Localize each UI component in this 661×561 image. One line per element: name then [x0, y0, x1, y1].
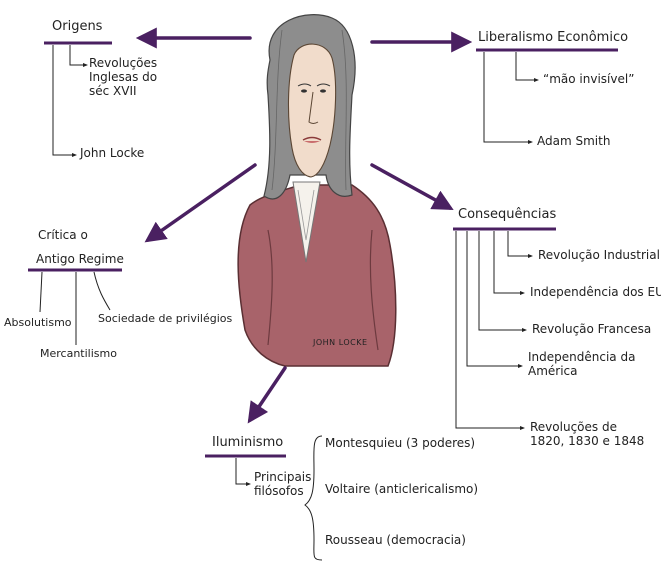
iluminismo-title: Iluminismo	[212, 435, 284, 450]
liberalismo-connectors	[483, 52, 539, 144]
critica-title-line2: Antigo Regime	[36, 252, 124, 266]
critica-connectors	[39, 271, 111, 345]
iluminismo-subtitle: Principais filósofos	[254, 470, 312, 498]
critica-item-mercantilismo: Mercantilismo	[40, 347, 117, 360]
origens-item-john-locke: John Locke	[80, 146, 145, 160]
liberalismo-title: Liberalismo Econômico	[478, 30, 629, 45]
consequencias-item-independencia-eua: Independência dos EUA	[530, 285, 661, 299]
iluminismo-item-rousseau: Rousseau (democracia)	[325, 533, 466, 547]
portrait-caption: JOHN LOCKE	[313, 338, 368, 347]
critica-title-line1: Crítica o	[38, 228, 88, 242]
origens-item-revolucoes: Revoluções Inglesas do séc XVII	[89, 56, 158, 98]
consequencias-connectors	[455, 231, 533, 430]
consequencias-item-revolucoes-1820: Revoluções de 1820, 1830 e 1848	[530, 420, 645, 448]
consequencias-item-independencia-america: Independência da América	[528, 350, 636, 378]
iluminismo-item-voltaire: Voltaire (anticlericalismo)	[325, 482, 479, 496]
critica-item-sociedade: Sociedade de privilégios	[98, 312, 233, 325]
john-locke-portrait	[237, 14, 397, 367]
origens-title: Origens	[52, 19, 103, 34]
liberalismo-item-adam-smith: Adam Smith	[537, 134, 611, 148]
origens-connectors	[52, 45, 88, 157]
iluminismo-connectors	[235, 435, 323, 561]
consequencias-item-revolucao-francesa: Revolução Francesa	[532, 322, 652, 336]
iluminismo-item-montesquieu: Montesquieu (3 poderes)	[325, 436, 476, 450]
arrow-to-consequencias	[370, 163, 454, 211]
critica-item-absolutismo: Absolutismo	[4, 316, 72, 329]
consequencias-item-revolucao-industrial: Revolução Industrial	[538, 248, 660, 262]
arrow-to-critica	[144, 163, 257, 243]
arrow-to-iluminismo	[247, 366, 287, 424]
liberalismo-item-mao-invisivel: “mão invisível”	[543, 72, 635, 86]
consequencias-title: Consequências	[458, 207, 557, 222]
